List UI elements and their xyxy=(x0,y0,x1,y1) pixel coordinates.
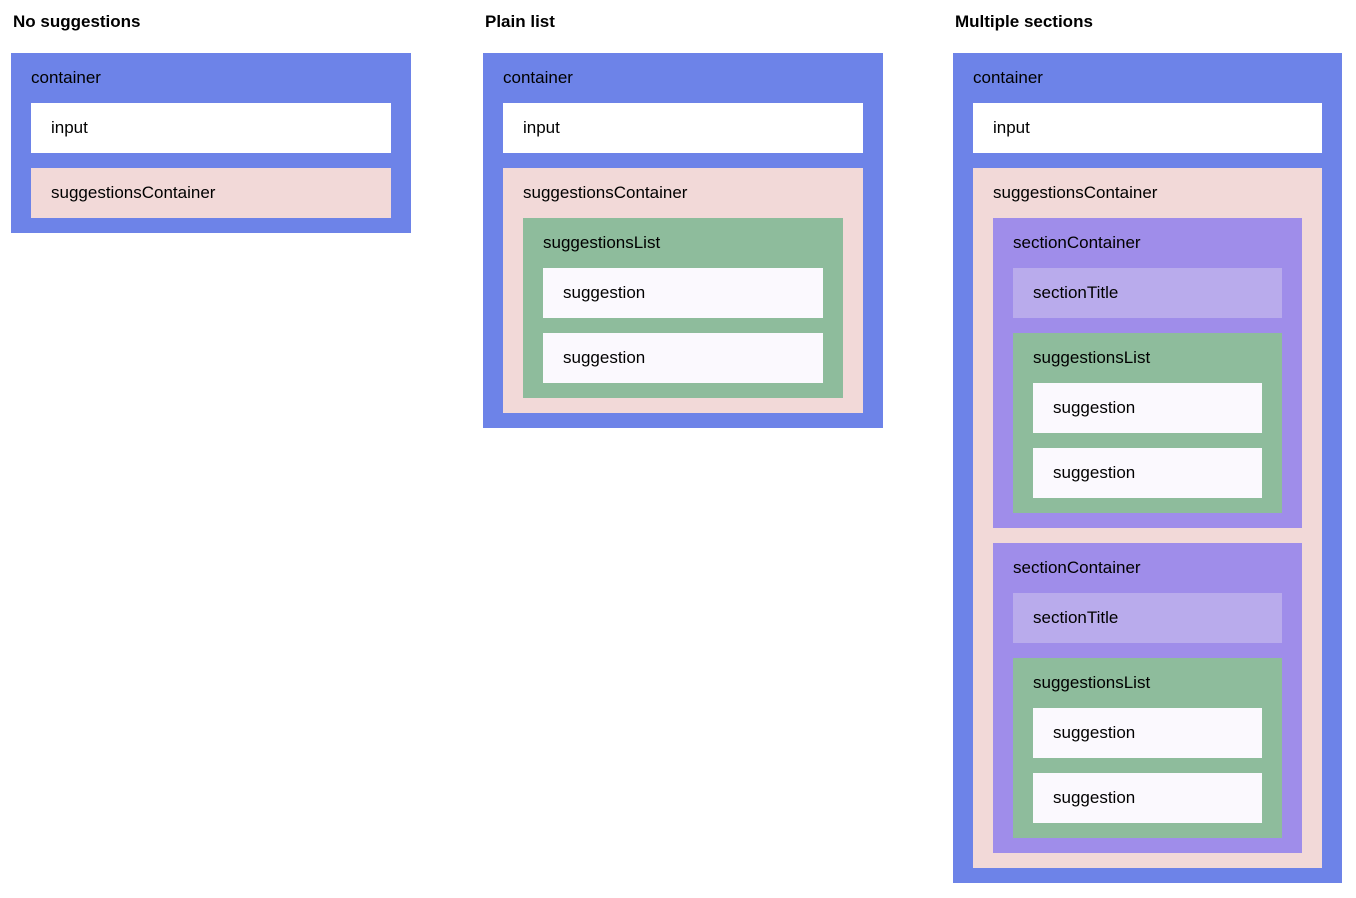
suggestion-box: suggestion xyxy=(543,333,823,383)
container-box: container input suggestionsContainer xyxy=(11,53,411,233)
container-label: container xyxy=(973,68,1043,87)
container-box: container input suggestionsContainer sug… xyxy=(483,53,883,428)
container-box: container input suggestionsContainer sec… xyxy=(953,53,1342,883)
suggestions-container-box: suggestionsContainer xyxy=(31,168,391,218)
suggestions-list-label: suggestionsList xyxy=(543,233,661,252)
section-title-label: sectionTitle xyxy=(1033,608,1119,627)
section-container-box: sectionContainer sectionTitle suggestion… xyxy=(993,543,1302,853)
suggestion-box: suggestion xyxy=(1033,708,1262,758)
input-box: input xyxy=(31,103,391,153)
suggestion-label: suggestion xyxy=(1053,723,1136,742)
suggestions-list-label: suggestionsList xyxy=(1033,673,1151,692)
suggestion-box: suggestion xyxy=(1033,383,1262,433)
suggestions-container-label: suggestionsContainer xyxy=(523,183,688,202)
input-box: input xyxy=(503,103,863,153)
section-title-label: sectionTitle xyxy=(1033,283,1119,302)
suggestion-label: suggestion xyxy=(1053,788,1136,807)
examples-row: No suggestions container input suggestio… xyxy=(11,12,1356,883)
suggestion-label: suggestion xyxy=(1053,398,1136,417)
suggestion-box: suggestion xyxy=(1033,773,1262,823)
section-container-box: sectionContainer sectionTitle suggestion… xyxy=(993,218,1302,528)
section-container-label: sectionContainer xyxy=(1013,558,1141,577)
input-label: input xyxy=(993,118,1030,137)
section-title-box: sectionTitle xyxy=(1013,593,1282,643)
example-heading: Multiple sections xyxy=(955,12,1093,31)
suggestions-list-box: suggestionsList suggestion suggestion xyxy=(1013,658,1282,838)
suggestions-list-box: suggestionsList suggestion suggestion xyxy=(523,218,843,398)
suggestion-label: suggestion xyxy=(563,283,646,302)
example-plain-list: Plain list container input suggestionsCo… xyxy=(483,12,883,428)
input-label: input xyxy=(51,118,88,137)
suggestion-label: suggestion xyxy=(563,348,646,367)
input-box: input xyxy=(973,103,1322,153)
container-label: container xyxy=(503,68,573,87)
example-heading: Plain list xyxy=(485,12,555,31)
section-title-box: sectionTitle xyxy=(1013,268,1282,318)
suggestions-container-label: suggestionsContainer xyxy=(993,183,1158,202)
suggestions-container-box: suggestionsContainer suggestionsList sug… xyxy=(503,168,863,413)
suggestions-list-label: suggestionsList xyxy=(1033,348,1151,367)
suggestion-box: suggestion xyxy=(1033,448,1262,498)
suggestion-label: suggestion xyxy=(1053,463,1136,482)
suggestions-list-box: suggestionsList suggestion suggestion xyxy=(1013,333,1282,513)
input-label: input xyxy=(523,118,560,137)
section-container-label: sectionContainer xyxy=(1013,233,1141,252)
container-label: container xyxy=(31,68,101,87)
suggestion-box: suggestion xyxy=(543,268,823,318)
suggestions-container-box: suggestionsContainer sectionContainer se… xyxy=(973,168,1322,868)
example-multiple-sections: Multiple sections container input sugges… xyxy=(953,12,1342,883)
suggestions-container-label: suggestionsContainer xyxy=(51,183,216,202)
example-heading: No suggestions xyxy=(13,12,141,31)
example-no-suggestions: No suggestions container input suggestio… xyxy=(11,12,411,233)
